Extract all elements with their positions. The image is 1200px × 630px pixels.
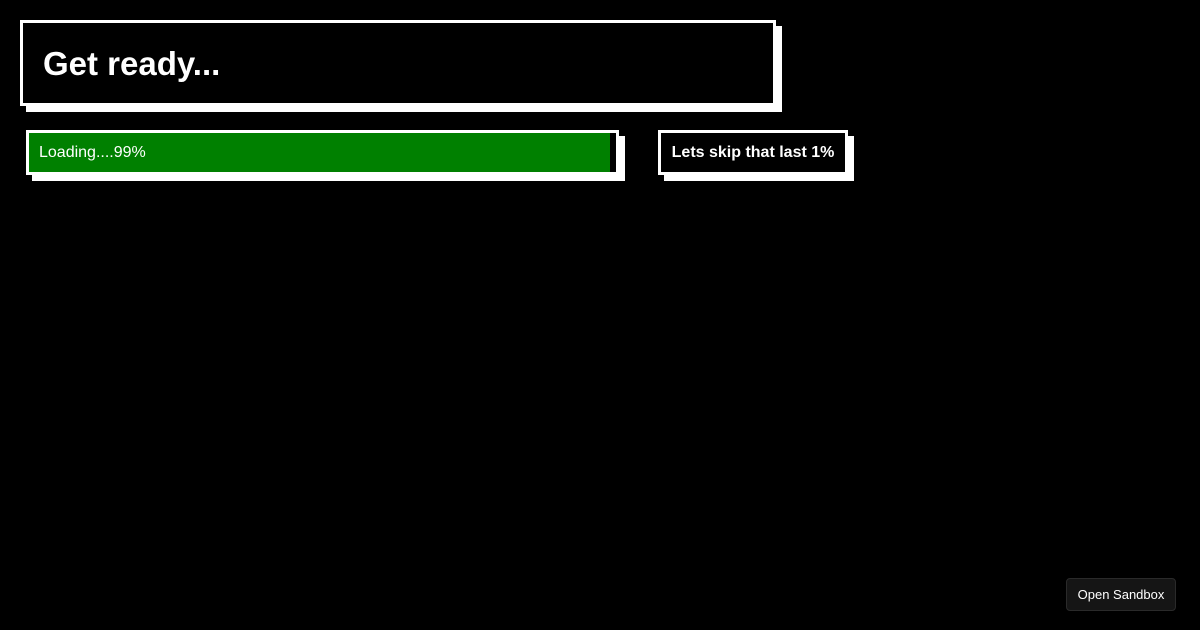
loading-progress-bar: Loading....99% <box>26 130 619 175</box>
skip-button[interactable]: Lets skip that last 1% <box>658 130 848 175</box>
page-title: Get ready... <box>43 45 221 82</box>
progress-label: Loading....99% <box>39 144 146 161</box>
progress-fill <box>29 133 611 172</box>
title-panel: Get ready... <box>20 20 776 106</box>
open-sandbox-button[interactable]: Open Sandbox <box>1066 578 1176 611</box>
